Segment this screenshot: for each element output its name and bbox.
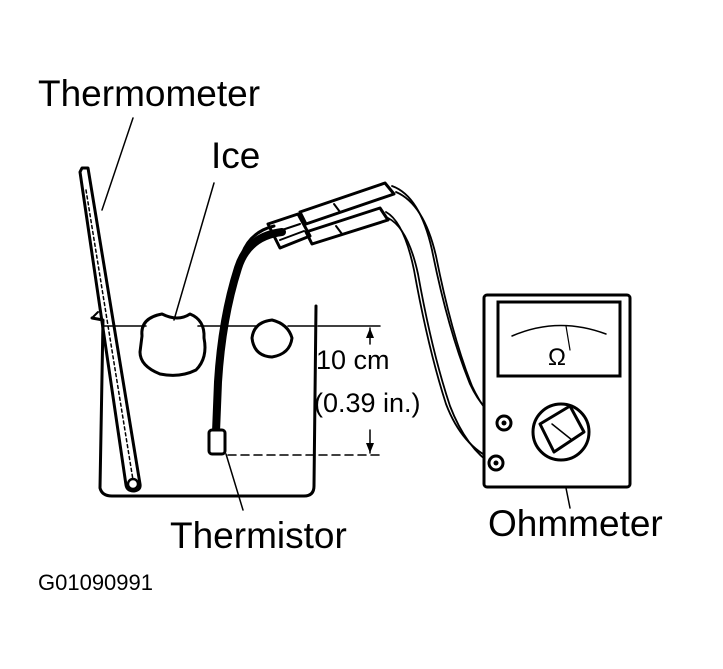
lead-wires xyxy=(385,185,505,467)
thermistor-connector xyxy=(266,212,312,250)
selector-dial xyxy=(531,402,591,462)
thermometer-label: Thermometer xyxy=(38,73,260,114)
distance-cm-label: 10 cm xyxy=(316,345,390,375)
thermometer-leader xyxy=(101,117,134,211)
meter-display xyxy=(496,300,622,378)
water-container xyxy=(90,304,318,498)
depth-dimension xyxy=(227,325,381,456)
thermistor-probe xyxy=(207,224,286,511)
ice-label: Ice xyxy=(211,135,260,176)
ice-cubes xyxy=(138,312,294,377)
thermistor-label: Thermistor xyxy=(170,515,347,556)
ohmmeter: Ω xyxy=(482,293,632,509)
ice-leader xyxy=(173,182,215,321)
thermometer xyxy=(78,166,142,493)
figure-id: G01090991 xyxy=(38,570,153,595)
ohmmeter-label: Ohmmeter xyxy=(488,503,663,544)
ohm-symbol: Ω xyxy=(548,344,566,371)
distance-in-label: (0.39 in.) xyxy=(314,388,421,418)
test-probes xyxy=(298,181,396,246)
